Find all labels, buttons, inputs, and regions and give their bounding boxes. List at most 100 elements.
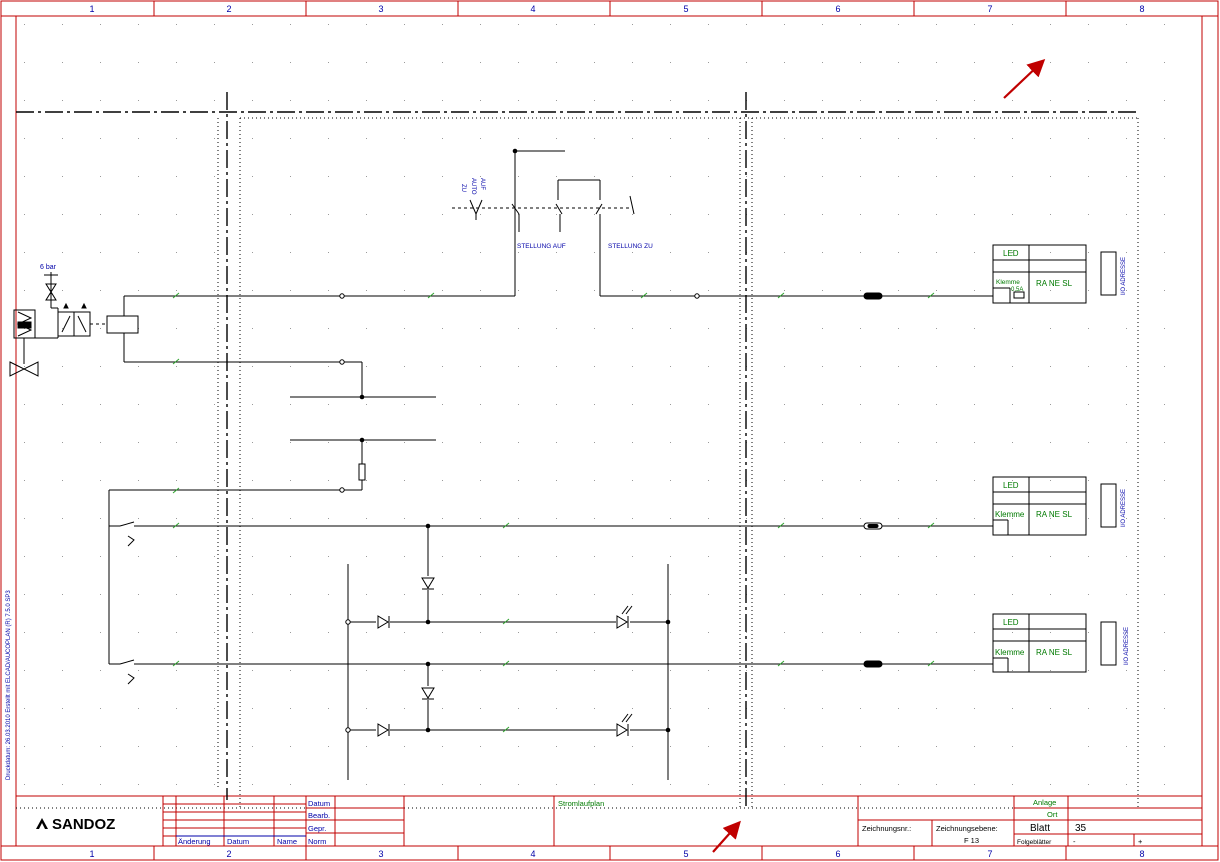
grid-dot <box>404 404 405 405</box>
grid-dot <box>936 24 937 25</box>
grid-dot <box>328 670 329 671</box>
grid-dot <box>62 708 63 709</box>
grid-dot <box>936 138 937 139</box>
grid-dot <box>62 594 63 595</box>
annotation-arrow <box>1003 58 1046 99</box>
grid-dot <box>176 138 177 139</box>
grid-dot <box>442 366 443 367</box>
grid-dot <box>670 670 671 671</box>
grid-dot <box>328 518 329 519</box>
grid-dot <box>290 138 291 139</box>
grid-dot <box>708 670 709 671</box>
grid-dot <box>1050 328 1051 329</box>
grid-dot <box>936 670 937 671</box>
grid-dot <box>290 708 291 709</box>
enclosure-boundaries <box>16 92 1140 810</box>
grid-dot <box>138 594 139 595</box>
solenoid-valve-icon <box>9 274 91 377</box>
grid-dot <box>480 708 481 709</box>
grid-dot <box>442 594 443 595</box>
grid-dot <box>860 442 861 443</box>
blatt-value: 35 <box>1075 823 1087 834</box>
grid-dot <box>100 252 101 253</box>
grid-dot <box>290 670 291 671</box>
grid-dot <box>214 62 215 63</box>
grid-dot <box>214 480 215 481</box>
grid-dot <box>936 708 937 709</box>
grid-dot <box>328 100 329 101</box>
zeichnungsebene-value: F 13 <box>964 836 979 845</box>
grid-dot <box>746 24 747 25</box>
grid-dot <box>936 480 937 481</box>
io-led-label: LED <box>1003 618 1019 627</box>
grid-dot <box>328 442 329 443</box>
grid-dot <box>974 214 975 215</box>
grid-dot <box>518 746 519 747</box>
grid-dot <box>594 138 595 139</box>
grid-dot <box>176 632 177 633</box>
grid-dot <box>404 518 405 519</box>
grid-dot <box>898 594 899 595</box>
grid-dot <box>556 442 557 443</box>
grid-dot <box>898 746 899 747</box>
grid-dot <box>442 670 443 671</box>
grid-dot <box>214 746 215 747</box>
grid-dot <box>24 62 25 63</box>
grid-dot <box>594 708 595 709</box>
grid-dot <box>594 784 595 785</box>
grid-dot <box>746 62 747 63</box>
grid-dot <box>480 24 481 25</box>
grid-dot <box>556 328 557 329</box>
grid-dot <box>670 328 671 329</box>
grid-dot <box>328 594 329 595</box>
grid-dot <box>1012 594 1013 595</box>
grid-dot <box>594 100 595 101</box>
grid-dot <box>936 518 937 519</box>
grid-dot <box>518 366 519 367</box>
grid-dot <box>594 214 595 215</box>
grid-dot <box>290 100 291 101</box>
grid-dot <box>518 100 519 101</box>
grid-dot <box>822 708 823 709</box>
grid-dot <box>1088 62 1089 63</box>
grid-dot <box>328 556 329 557</box>
grid-dot <box>138 556 139 557</box>
grid-dot <box>1164 100 1165 101</box>
grid-dot <box>898 480 899 481</box>
grid-dot <box>1012 404 1013 405</box>
grid-dot <box>1164 290 1165 291</box>
grid-dot <box>328 252 329 253</box>
grid-dot <box>1050 138 1051 139</box>
grid-dot <box>290 214 291 215</box>
column-number: 5 <box>683 4 688 14</box>
grid-dot <box>936 328 937 329</box>
grid-dot <box>708 708 709 709</box>
grid-dot <box>632 176 633 177</box>
grid-dot <box>784 138 785 139</box>
grid-dot <box>1012 138 1013 139</box>
grid-dot <box>594 442 595 443</box>
grid-dot <box>290 404 291 405</box>
led-indicator-icon <box>616 605 633 737</box>
grid-dot <box>822 670 823 671</box>
grid-dot <box>442 746 443 747</box>
grid-dot <box>328 366 329 367</box>
grid-dot <box>62 784 63 785</box>
grid-dot <box>214 556 215 557</box>
grid-dot <box>898 252 899 253</box>
grid-dot <box>100 670 101 671</box>
grid-dot <box>822 746 823 747</box>
column-dividers <box>153 1 1067 860</box>
grid-dot <box>898 442 899 443</box>
grid-dot <box>24 252 25 253</box>
grid-dot <box>442 62 443 63</box>
rev-header-norm: Norm <box>308 837 326 846</box>
grid-dot <box>632 594 633 595</box>
grid-dot <box>404 100 405 101</box>
grid-dot <box>442 328 443 329</box>
grid-dot <box>1012 176 1013 177</box>
grid-dot <box>24 404 25 405</box>
column-number: 5 <box>683 849 688 859</box>
grid-dot <box>24 670 25 671</box>
grid-dot <box>632 556 633 557</box>
